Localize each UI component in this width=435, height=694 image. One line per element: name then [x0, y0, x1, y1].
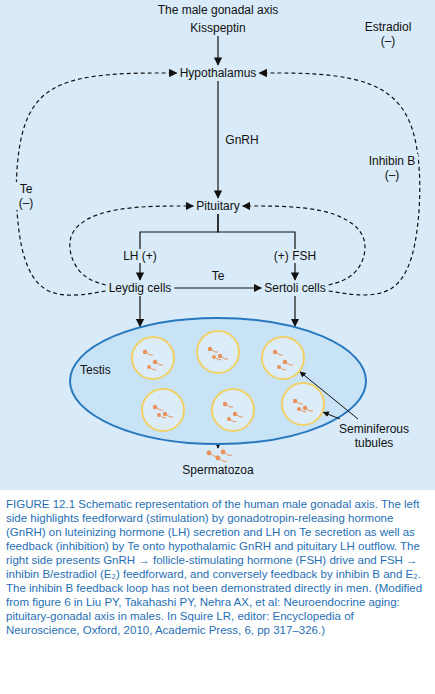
node-text: Sertoli cells — [264, 281, 325, 295]
sperm-tail — [167, 415, 173, 417]
node-text: Kisspeptin — [190, 21, 245, 35]
sperm-head — [277, 365, 281, 369]
tubule — [197, 331, 239, 373]
cell-label: Leydig cells — [106, 280, 175, 296]
drive-arrow — [139, 296, 140, 326]
edge-label: LH (+) — [121, 249, 159, 263]
sperm-tail — [227, 405, 233, 407]
sperm-head — [147, 365, 151, 369]
sperm-head — [297, 407, 301, 411]
sperm-head — [157, 413, 161, 417]
sperm-head — [221, 450, 226, 455]
gland-label: Hypothalamus — [177, 65, 260, 81]
sperm-tail — [281, 368, 286, 370]
testis-ellipse — [70, 318, 366, 444]
sperm-head — [153, 360, 157, 364]
tubule — [142, 389, 184, 431]
output-label: Spermatozoa — [179, 448, 256, 478]
edge-label: Te (–) — [13, 182, 39, 210]
tubule — [282, 383, 324, 425]
sperm-head — [208, 347, 212, 351]
tubule — [212, 389, 254, 431]
node-text: Testis — [80, 363, 368, 377]
tubule — [132, 337, 174, 379]
edge-label: (+) FSH — [272, 249, 318, 263]
diagram-title: The male gonadal axis — [158, 3, 279, 17]
sperm-tail — [157, 363, 163, 365]
drive-arrow — [140, 214, 218, 280]
drive-arrow — [294, 296, 295, 326]
leader-line — [323, 412, 340, 419]
edge-label: Inhibin B (–) — [366, 154, 418, 182]
sperm-head — [153, 405, 157, 409]
sperm-tail — [237, 415, 243, 417]
sperm-head — [303, 406, 307, 410]
drive-arrow — [217, 36, 218, 65]
node-text: Spermatozoa — [182, 463, 253, 477]
drive-arrow — [217, 81, 218, 198]
leader-line — [300, 372, 358, 419]
drive-arrow — [217, 445, 218, 448]
sperm-head — [218, 354, 222, 358]
drive-arrow — [218, 214, 295, 280]
gland-label: Pituitary — [193, 198, 242, 214]
hormone-source: Kisspeptin — [187, 20, 248, 36]
testis-organ: Testis — [68, 316, 368, 446]
spermatozoa-icon — [203, 449, 233, 463]
node-text: Leydig cells — [109, 281, 172, 295]
cell-label: Sertoli cells — [261, 280, 328, 296]
tubule — [262, 337, 304, 379]
sperm-tail — [147, 353, 153, 355]
sperm-head — [233, 412, 237, 416]
sperm-head — [216, 456, 221, 461]
sperm-tail — [231, 420, 236, 422]
node-text: Pituitary — [196, 199, 239, 213]
sperm-head — [273, 350, 277, 354]
sperm-tail — [225, 453, 232, 455]
sperm-tail — [301, 410, 306, 412]
figure-caption: FIGURE 12.1 Schematic representation of … — [6, 497, 430, 637]
sperm-tail — [216, 358, 221, 360]
feedback-arrow — [70, 206, 194, 285]
edge-label: Te — [210, 269, 227, 283]
sperm-head — [227, 417, 231, 421]
sperm-head — [293, 399, 297, 403]
drive-arrow — [174, 287, 261, 288]
edge-label: GnRH — [223, 133, 260, 147]
sperm-head — [163, 412, 167, 416]
sperm-tail — [277, 353, 283, 355]
sperm-tail — [220, 459, 227, 461]
sperm-tail — [161, 416, 166, 418]
part-label: Seminiferous tubules — [328, 422, 420, 450]
sperm-head — [207, 451, 212, 456]
feedback-arrow — [259, 73, 419, 295]
sperm-head — [223, 402, 227, 406]
sperm-head — [143, 350, 147, 354]
sperm-tail — [151, 368, 156, 370]
sperm-tail — [222, 357, 228, 359]
edge-label: Estradiol (–) — [357, 20, 419, 48]
sperm-tail — [287, 363, 293, 365]
feedback-arrow — [243, 206, 365, 285]
sperm-tail — [307, 409, 313, 411]
figure-panel — [0, 0, 435, 490]
feedback-arrow — [16, 73, 176, 295]
node-text: Hypothalamus — [180, 66, 257, 80]
tubules — [132, 331, 324, 431]
sperm-head — [283, 360, 287, 364]
sperm-tail — [297, 402, 303, 404]
testis-outline — [68, 316, 368, 446]
sperm-head — [212, 355, 216, 359]
sperm-tail — [157, 408, 163, 410]
sperm-tail — [212, 350, 218, 352]
